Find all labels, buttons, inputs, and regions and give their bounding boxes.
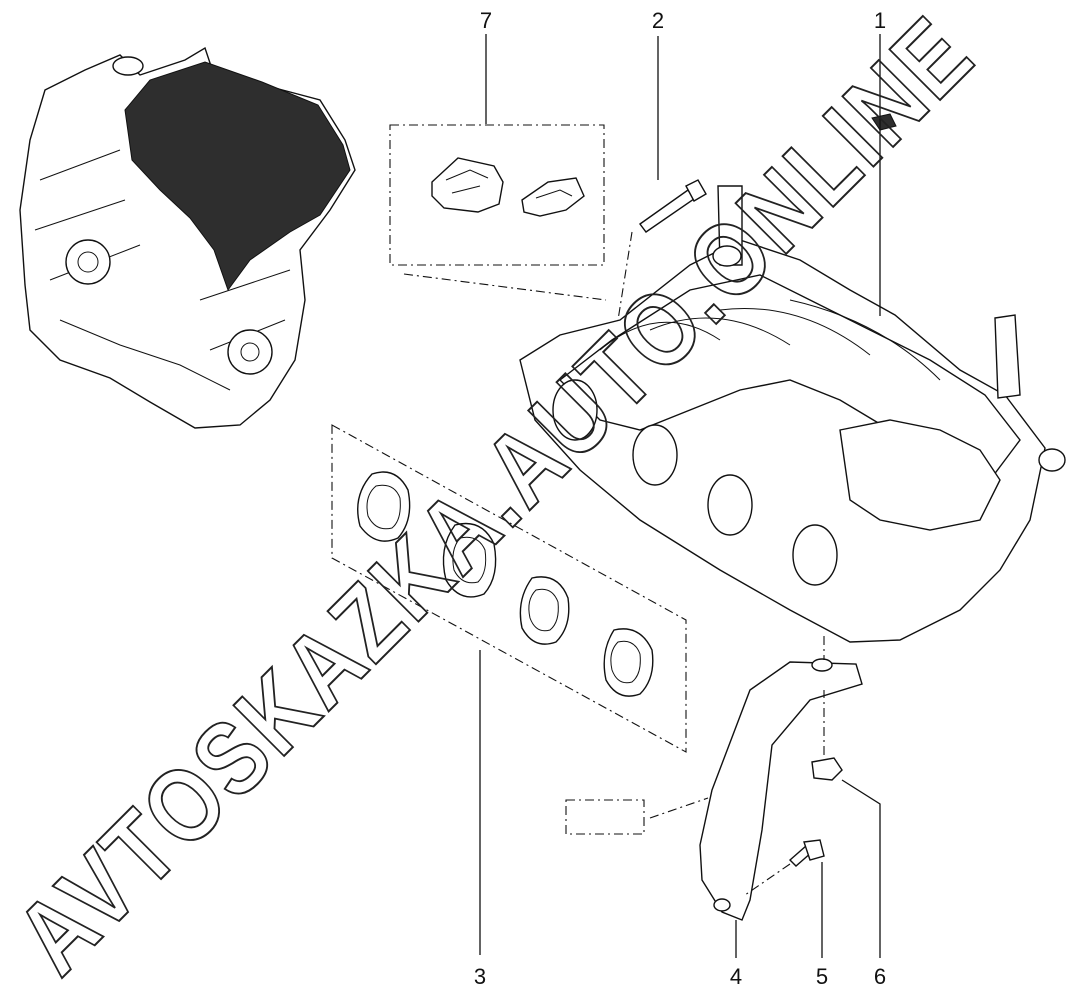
bolt-2-illustration <box>617 179 707 321</box>
callout-7: 7 <box>480 8 492 33</box>
clip-kit-box <box>389 124 607 301</box>
callout-6: 6 <box>874 964 886 989</box>
callout-1: 1 <box>874 8 886 33</box>
callout-3: 3 <box>474 964 486 989</box>
callout-4: 4 <box>730 964 742 989</box>
callout-5: 5 <box>816 964 828 989</box>
reference-box <box>565 799 645 835</box>
support-bracket-illustration <box>699 636 863 921</box>
intake-manifold-illustration <box>519 113 1066 643</box>
callout-labels: 7 2 1 3 4 5 6 <box>474 8 886 989</box>
bolt-5-illustration <box>744 839 825 896</box>
gasket-set-illustration <box>331 424 687 753</box>
engine-overview-illustration <box>19 46 356 429</box>
callout-2: 2 <box>652 8 664 33</box>
leader-lines <box>479 34 881 958</box>
nut-6-illustration <box>811 690 843 781</box>
